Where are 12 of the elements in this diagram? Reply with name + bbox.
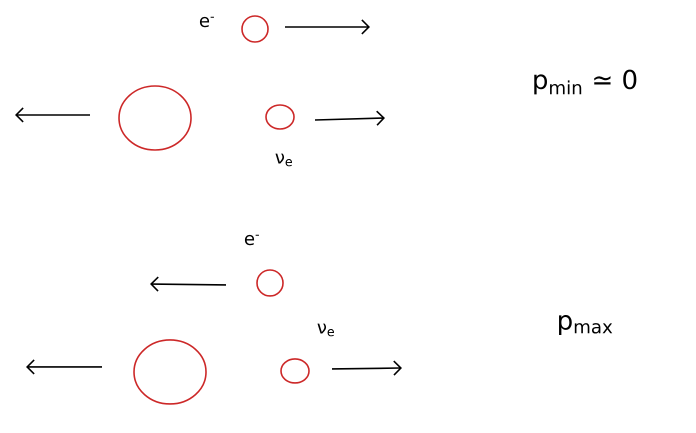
- particle-circle: [133, 339, 207, 405]
- particle-label: ν$_{e}$: [276, 154, 292, 166]
- particle-circle: [256, 269, 284, 297]
- particle-label: e$^{-}$: [244, 234, 259, 246]
- particle-label: e$^{-}$: [200, 16, 214, 28]
- momentum-label: p$_{min}$ ≃ 0: [534, 70, 636, 94]
- momentum-label: p$_{max}$: [559, 315, 612, 335]
- particle-circle: [241, 15, 269, 43]
- particle-circle: [280, 358, 310, 384]
- particle-label: ν$_{e}$: [318, 324, 334, 336]
- particle-circle: [118, 85, 192, 151]
- particle-circle: [265, 104, 295, 130]
